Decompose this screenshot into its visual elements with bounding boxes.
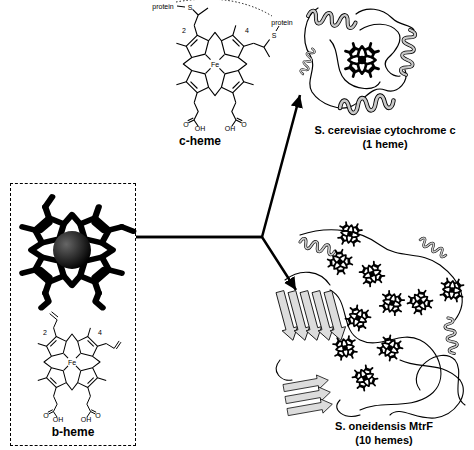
atom-label: O [183, 121, 188, 128]
porphyrin-ring [19, 309, 124, 414]
arrow-connector [136, 95, 300, 237]
atom-label: OH [195, 125, 206, 132]
atom-label: O [241, 121, 246, 128]
protein-link [276, 26, 279, 31]
mtrf-cartoon [272, 214, 470, 419]
atom-label: 2 [182, 27, 186, 34]
atom-label: 2 [43, 329, 47, 336]
thioether-bond [254, 40, 270, 58]
atom-label: O [43, 412, 48, 419]
b-heme-structure [19, 309, 124, 417]
atom-label: OH [81, 416, 92, 423]
vinyl-group [50, 312, 58, 328]
atom-label: protein [152, 3, 173, 10]
propionate-chain [48, 396, 57, 417]
atom-label: S [272, 32, 277, 39]
node-title: b-heme [11, 426, 135, 440]
atom-label: protein [271, 19, 292, 26]
thioether-bond [193, 8, 208, 25]
cytochrome-c-cartoon [300, 8, 416, 115]
atom-label: 4 [98, 329, 102, 336]
protein-link [177, 6, 185, 7]
propionate-chain [232, 103, 243, 127]
node-title: S. oneidensis MtrF [296, 420, 472, 433]
propionate-chain [87, 396, 96, 417]
node-title: (10 hemes) [296, 434, 472, 447]
atom-label: OH [225, 125, 236, 132]
protein-link-dotted [176, 0, 272, 16]
dashed-group-box: b-heme [10, 183, 136, 446]
heme-stick-model [0, 184, 148, 316]
atom-label: 4 [245, 27, 249, 34]
atom-label: S [188, 4, 193, 11]
iron-sphere [53, 231, 91, 269]
node-title: S. cerevisiae cytochrome c [300, 124, 470, 137]
porphyrin-ring [156, 5, 275, 124]
c-heme-structure [156, 5, 275, 127]
node-title: (1 heme) [300, 138, 470, 151]
atom-label: O [95, 412, 100, 419]
heme-group [337, 35, 388, 86]
atom-label: Fe [68, 359, 76, 366]
atom-label: Fe [211, 61, 219, 68]
heme-groups [316, 214, 470, 400]
node-title: c-heme [140, 135, 260, 149]
vinyl-group [106, 341, 121, 349]
propionate-chain [188, 103, 199, 127]
atom-label: OH [53, 416, 64, 423]
arrow-connector [136, 237, 296, 290]
protein-panel: S. cerevisiae cytochrome c(1 heme) [300, 0, 470, 152]
protein-panel: S. oneidensis MtrF(10 hemes) [296, 222, 472, 448]
